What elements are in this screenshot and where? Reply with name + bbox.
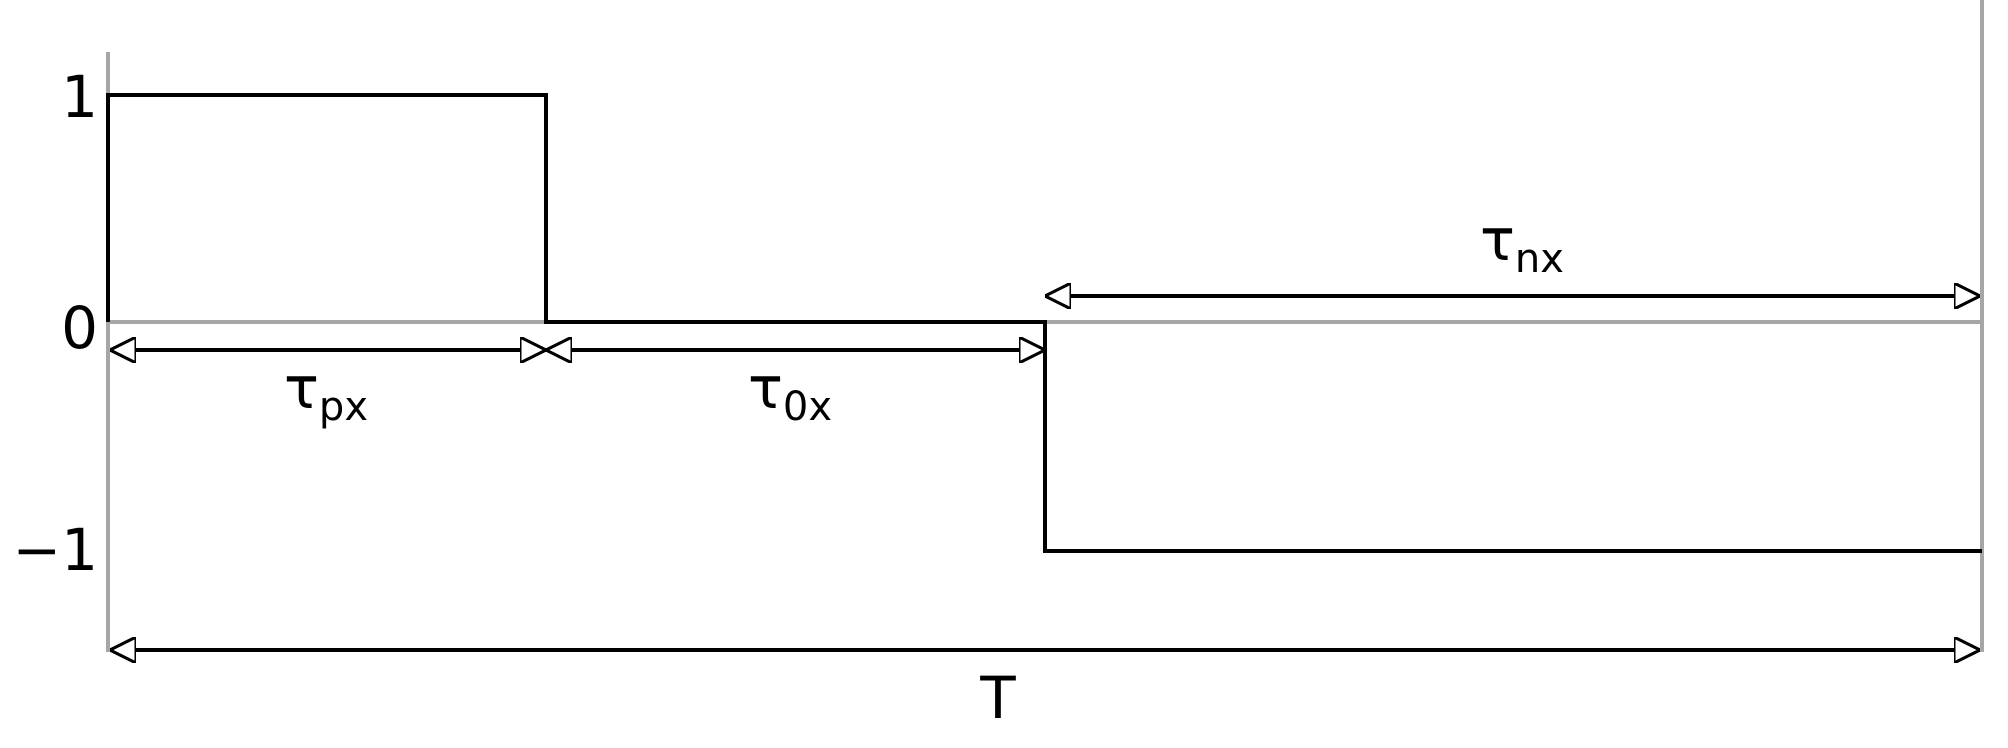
tau-p-label: τpx — [284, 354, 368, 430]
tau-n-symbol: τ — [1480, 206, 1515, 274]
y-tick-0: 0 — [61, 294, 98, 362]
signal-waveform — [106, 93, 1982, 553]
period-label: T — [979, 664, 1016, 732]
y-tick-minus-1: −1 — [13, 516, 99, 584]
tau-n-subscript: nx — [1515, 236, 1564, 282]
tau-0-subscript: 0x — [783, 384, 832, 430]
tau-0-symbol: τ — [748, 354, 783, 422]
tau-p-subscript: px — [319, 384, 368, 430]
tau-0-label: τ0x — [748, 354, 832, 430]
tau-p-symbol: τ — [284, 354, 319, 422]
y-tick-1: 1 — [61, 63, 98, 131]
tau-n-label: τnx — [1480, 206, 1564, 282]
